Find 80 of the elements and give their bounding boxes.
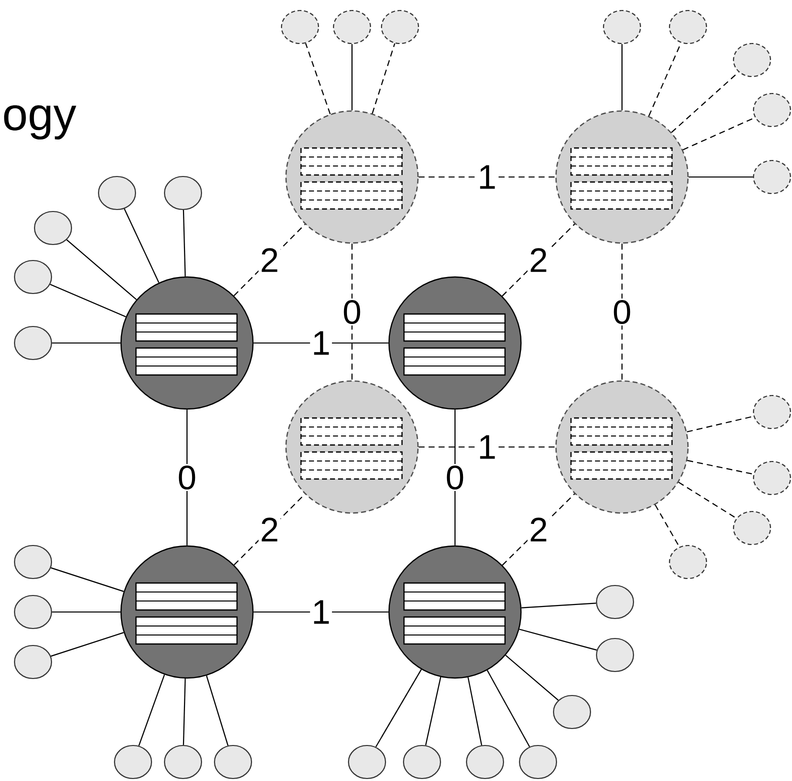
link-line [621, 44, 623, 110]
edge-label: 2 [530, 518, 546, 542]
host-node [752, 394, 792, 430]
host-node [98, 176, 136, 210]
host-node [752, 92, 792, 128]
host-node [380, 10, 420, 44]
edge-label: 2 [262, 248, 278, 272]
host-node [164, 744, 202, 780]
edge-label: 2 [530, 248, 546, 272]
link-line [375, 669, 422, 748]
link-line [519, 628, 597, 651]
link-line [305, 43, 331, 114]
link-line [687, 460, 754, 475]
host-node [402, 744, 442, 780]
host-node [752, 160, 792, 194]
link-line [351, 44, 353, 110]
host-node [164, 176, 202, 210]
host-node [332, 10, 372, 44]
switch-drawing [285, 380, 419, 514]
host-node [14, 594, 52, 630]
link-line [688, 176, 753, 178]
host-node [732, 42, 772, 78]
host-node [14, 544, 52, 580]
link-line [52, 611, 120, 613]
link-line [66, 239, 137, 300]
link-line [654, 504, 680, 548]
edge-label: 1 [480, 165, 495, 189]
host-node [14, 644, 52, 680]
link-line [124, 208, 160, 283]
link-line [468, 677, 482, 746]
link-line [50, 632, 124, 657]
host-node [596, 638, 634, 672]
edge-label: 1 [314, 331, 329, 355]
edge-label: 0 [344, 300, 360, 324]
link-line [678, 482, 737, 519]
link-line [686, 416, 754, 432]
heading-text: ogy [4, 105, 76, 140]
host-node [348, 744, 386, 780]
host-node [518, 744, 558, 780]
edge-label: 0 [614, 300, 630, 324]
host-node [552, 694, 592, 730]
edge-label: 0 [178, 465, 196, 490]
edge-label: 1 [480, 435, 495, 459]
host-node [14, 260, 52, 294]
switch-drawing [120, 276, 254, 410]
edge-label: 1 [314, 600, 329, 624]
link-line [50, 284, 126, 318]
edge-label: 2 [262, 518, 278, 542]
switch-drawing [120, 545, 254, 679]
link-line [182, 210, 186, 276]
switch-drawing [388, 545, 522, 679]
link-line [671, 72, 739, 133]
host-node [668, 10, 708, 44]
link-line [138, 674, 165, 746]
link-line [52, 342, 120, 344]
edge-label: 0 [446, 465, 464, 490]
link-line [521, 602, 596, 608]
host-node [596, 584, 634, 620]
host-node [280, 10, 320, 44]
link-line [182, 678, 186, 745]
host-node [34, 210, 72, 246]
host-node [668, 544, 708, 580]
host-node [466, 744, 504, 780]
link-line [486, 670, 530, 747]
switch-drawing [555, 380, 689, 514]
link-line [505, 654, 559, 701]
host-node [214, 744, 252, 780]
host-node [602, 10, 642, 44]
link-line [372, 43, 396, 114]
link-line [682, 117, 756, 150]
host-node [114, 744, 152, 780]
link-line [425, 676, 442, 746]
host-node [14, 326, 52, 360]
switch-drawing [388, 276, 522, 410]
link-line [50, 567, 124, 592]
host-node [732, 510, 772, 546]
switch-drawing [555, 110, 689, 244]
link-line [206, 676, 228, 746]
host-node [752, 460, 792, 496]
switch-drawing [285, 110, 419, 244]
